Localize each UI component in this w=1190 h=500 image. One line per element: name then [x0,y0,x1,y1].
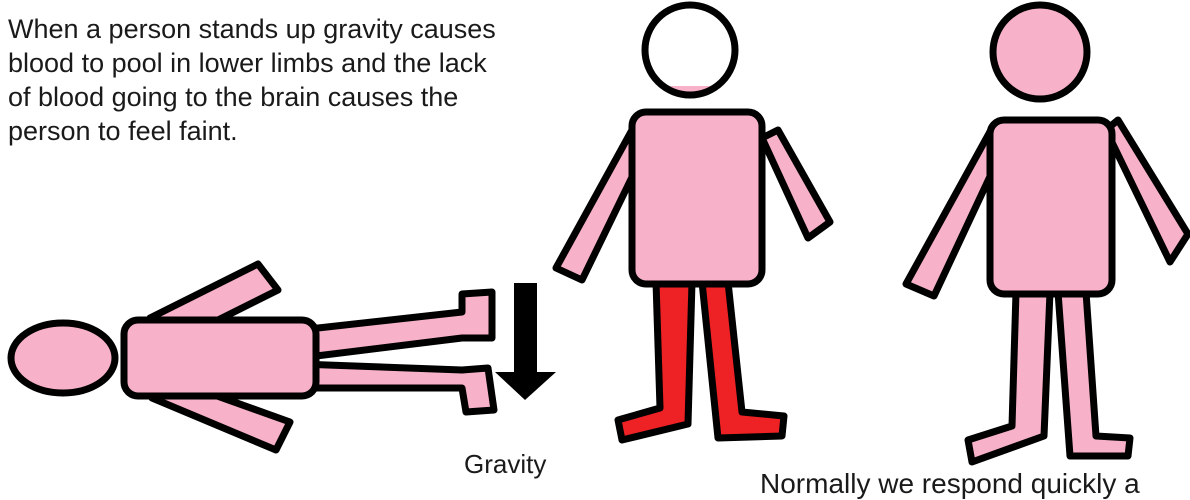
normal-leg-left [968,292,1050,462]
lying-leg-upper [300,292,492,358]
normal-leg-right [1058,292,1130,456]
standing-torso [632,112,762,284]
lying-leg-lower [300,364,494,412]
gravity-label: Gravity [464,449,546,479]
standing-figure-pooled [556,5,830,440]
standing-figure-normal [906,5,1188,462]
normal-torso [990,120,1112,294]
standing-arm-right [762,130,830,238]
gravity-arrow [495,283,556,400]
lying-figure [11,264,494,450]
standing-leg-right [702,282,784,438]
normal-head [993,5,1087,99]
normal-arm-right [1106,120,1188,262]
standing-leg-left [618,282,692,440]
lying-torso [124,320,316,396]
bottom-caption: Normally we respond quickly a [760,468,1140,500]
lying-head [11,323,115,393]
diagram-canvas [0,0,1190,488]
